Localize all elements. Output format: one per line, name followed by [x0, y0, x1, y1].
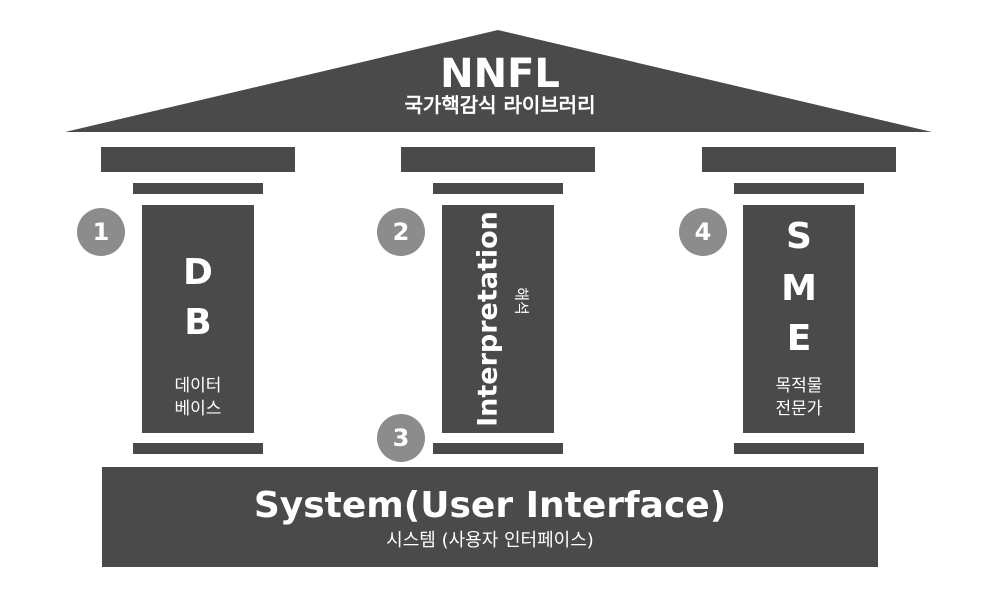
base-platform: System(User Interface) 시스템 (사용자 인터페이스): [102, 467, 878, 567]
pillar-3-top-bar: [734, 183, 864, 194]
pillar-3-bottom-bar: [734, 443, 864, 454]
pillar-3-letter-s: S: [786, 216, 812, 257]
pillar-1-caption-line-1: 데이터: [174, 376, 222, 396]
pillar-2-bottom-number-badge: 3: [377, 414, 425, 462]
roof-subtitle: 국가핵감식 라이브러리: [404, 93, 596, 117]
pillar-1-letter-d: D: [183, 252, 213, 293]
pillar-3-shaft: S M E 목적물 전문가: [743, 205, 855, 433]
pillar-3-letter-e: E: [786, 318, 812, 359]
pillar-3-letter-m: M: [781, 268, 817, 309]
pillar-1-bottom-bar: [133, 443, 263, 454]
pillar-1-top-bar: [133, 183, 263, 194]
pillar-1-number-badge: 1: [77, 208, 125, 256]
pillar-3-caption-line-1: 목적물: [775, 376, 823, 396]
base-subtitle: 시스템 (사용자 인터페이스): [386, 530, 594, 551]
pillar-1-shaft: D B 데이터 베이스: [142, 205, 254, 433]
roof-triangle: [65, 30, 932, 132]
pillar-2-bottom-bar: [433, 443, 563, 454]
pillar-1-letter-b: B: [184, 302, 212, 343]
pillar-1-caption-line-2: 베이스: [174, 399, 222, 419]
pillar-3-caption-line-2: 전문가: [775, 399, 823, 419]
pillar-1-capital: [101, 147, 295, 172]
pillar-2-number-badge: 2: [377, 208, 425, 256]
pillar-2-top-bar: [433, 183, 563, 194]
pillar-2-label: Interpretation: [472, 211, 504, 427]
pillar-3-number-badge: 4: [679, 208, 727, 256]
pillar-2-shaft: Interpretation 해석: [442, 205, 554, 433]
roof-title: NNFL: [440, 51, 560, 97]
pillar-2-caption: 해석: [512, 287, 531, 315]
pillar-2-capital: [401, 147, 595, 172]
pillar-3-capital: [702, 147, 896, 172]
base-title: System(User Interface): [253, 485, 727, 526]
